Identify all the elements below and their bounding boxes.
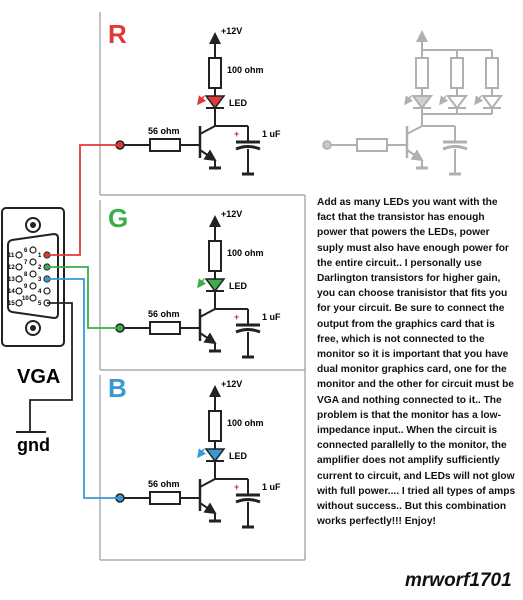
wire-green: [47, 266, 120, 329]
pin-number-15: 15: [8, 301, 15, 307]
pin-number-14: 14: [8, 289, 15, 295]
pin-number-11: 11: [8, 253, 15, 259]
ground-label: gnd: [17, 435, 50, 455]
led-g: [204, 278, 226, 293]
collector-resistor-g: [208, 240, 222, 272]
base-resistor-label-g: 56 ohm: [148, 309, 180, 319]
base-resistor-label-b: 56 ohm: [148, 479, 180, 489]
base-resistor-b: [149, 491, 181, 505]
panel-title-r: R: [108, 19, 127, 49]
led-label-b: LED: [229, 451, 248, 461]
pin-number-8: 8: [24, 272, 28, 278]
pin-number-6: 6: [24, 248, 28, 254]
capacitor-plus-g: +: [234, 312, 239, 322]
panel-title-b: B: [108, 373, 127, 403]
led-r: [204, 95, 226, 110]
resistor-label-r: 100 ohm: [227, 65, 264, 75]
vga-connector: 1 2 3 4 5 6 7 8 9 10 11 12 13 14 15: [1, 207, 65, 347]
supply-label-g: +12V: [221, 209, 242, 219]
collector-resistor-b: [208, 410, 222, 442]
capacitor-plus-r: +: [234, 129, 239, 139]
collector-resistor-r: [208, 57, 222, 89]
base-resistor-label-r: 56 ohm: [148, 126, 180, 136]
panel-borders: [99, 12, 306, 561]
led-label-r: LED: [229, 98, 248, 108]
circuit-description: Add as many LEDs you want with the fact …: [317, 197, 516, 528]
led-b: [204, 448, 226, 463]
pin-number-5: 5: [38, 301, 42, 307]
ghost-multi-led-example: [327, 30, 503, 176]
pin-number-13: 13: [8, 277, 15, 283]
pin-number-12: 12: [8, 265, 15, 271]
pin-number-3: 3: [38, 277, 42, 283]
vga-label: VGA: [17, 366, 60, 388]
led-label-g: LED: [229, 281, 248, 291]
capacitor-label-r: 1 uF: [262, 129, 281, 139]
panel-title-g: G: [108, 203, 128, 233]
pin-number-4: 4: [38, 289, 42, 295]
stage-b: [120, 385, 261, 529]
stage-g: [120, 215, 261, 359]
wire-ground: [29, 302, 73, 432]
wire-red: [47, 144, 120, 256]
author-signature: mrworf1701: [405, 570, 512, 591]
supply-label-r: +12V: [221, 26, 242, 36]
pin-number-1: 1: [38, 253, 42, 259]
stage-r: [120, 32, 261, 176]
wire-blue: [47, 278, 120, 499]
signal-wires: [29, 144, 120, 499]
pin-number-2: 2: [38, 265, 42, 271]
resistor-label-g: 100 ohm: [227, 248, 264, 258]
capacitor-plus-b: +: [234, 482, 239, 492]
pin-number-10: 10: [22, 296, 29, 302]
resistor-label-b: 100 ohm: [227, 418, 264, 428]
base-resistor-g: [149, 321, 181, 335]
pin-number-9: 9: [24, 284, 28, 290]
base-resistor-r: [149, 138, 181, 152]
ghost-input-node: [322, 140, 332, 150]
pin-number-7: 7: [24, 260, 28, 266]
wire-ends: [44, 252, 50, 282]
capacitor-label-g: 1 uF: [262, 312, 281, 322]
supply-label-b: +12V: [221, 379, 242, 389]
capacitor-label-b: 1 uF: [262, 482, 281, 492]
